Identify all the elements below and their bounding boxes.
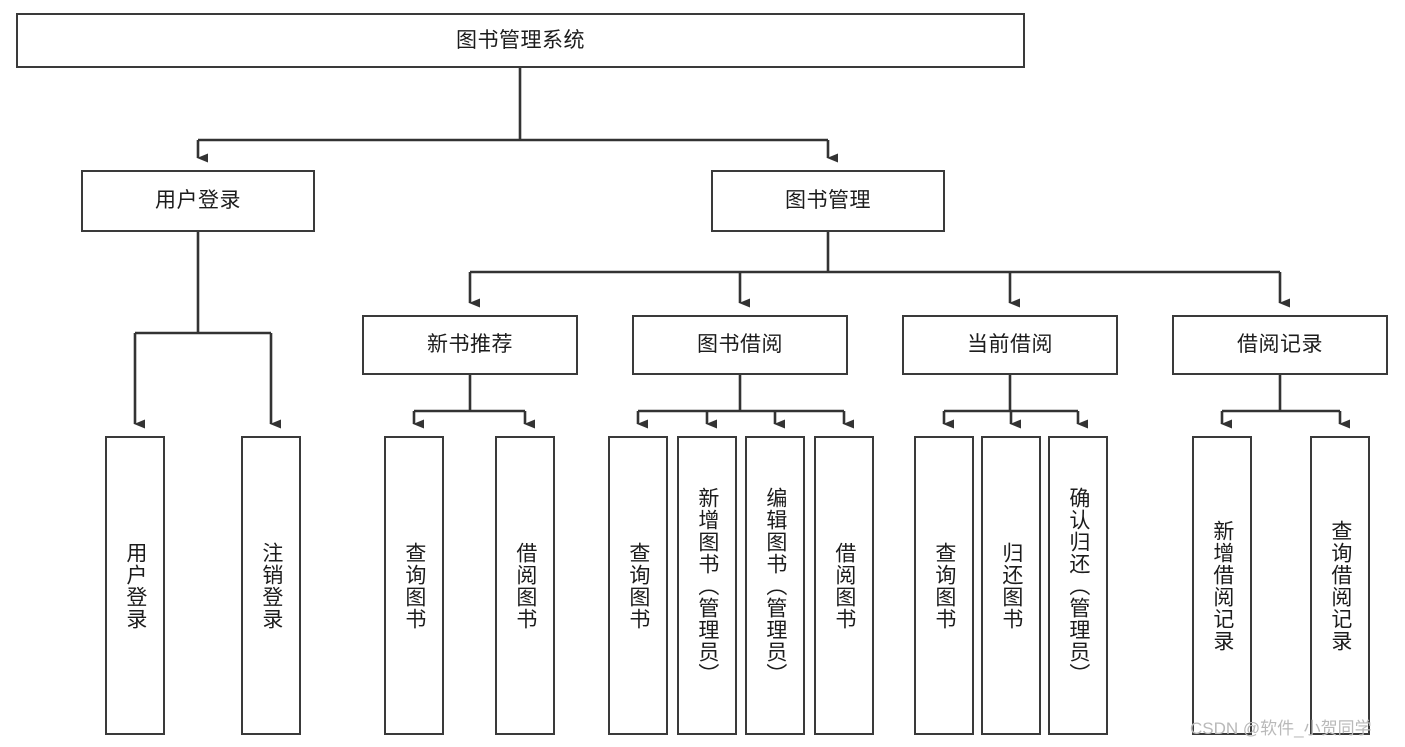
node-new-book-recommend[interactable]: 新书推荐 (362, 315, 578, 375)
node-root-label: 图书管理系统 (456, 28, 585, 52)
leaf-return-books-label: 归还图书 (999, 541, 1023, 630)
leaf-edit-book-admin[interactable]: 编辑图书（管理员） (745, 436, 805, 735)
node-borrow-records-label: 借阅记录 (1237, 333, 1323, 357)
edges-newbook-to-leaves (412, 375, 535, 429)
leaf-query-books-borrow[interactable]: 查询图书 (608, 436, 668, 735)
leaf-add-borrow-record-label: 新增借阅记录 (1210, 519, 1234, 652)
leaf-add-book-admin[interactable]: 新增图书（管理员） (677, 436, 737, 735)
leaf-query-borrow-record-label: 查询借阅记录 (1328, 519, 1352, 652)
node-current-borrow-label: 当前借阅 (967, 333, 1053, 357)
leaf-confirm-return-admin-label: 确认归还（管理员） (1066, 486, 1090, 685)
node-book-management-label: 图书管理 (785, 189, 871, 213)
leaf-user-login-label: 用户登录 (123, 541, 147, 630)
leaf-query-books-current-label: 查询图书 (932, 541, 956, 630)
leaf-logout-label: 注销登录 (259, 541, 283, 630)
leaf-add-borrow-record[interactable]: 新增借阅记录 (1192, 436, 1252, 735)
node-book-borrow-label: 图书借阅 (697, 333, 783, 357)
edges-bookmgmt-to-level3 (468, 232, 1290, 308)
node-book-management[interactable]: 图书管理 (711, 170, 945, 232)
leaf-query-books-borrow-label: 查询图书 (626, 541, 650, 630)
node-current-borrow[interactable]: 当前借阅 (902, 315, 1118, 375)
leaf-query-books-newbook[interactable]: 查询图书 (384, 436, 444, 735)
leaf-query-books-current[interactable]: 查询图书 (914, 436, 974, 735)
leaf-logout[interactable]: 注销登录 (241, 436, 301, 735)
leaf-add-book-admin-label: 新增图书（管理员） (695, 486, 719, 685)
leaf-borrow-books-borrow[interactable]: 借阅图书 (814, 436, 874, 735)
edges-records-to-leaves (1220, 375, 1350, 429)
leaf-query-books-newbook-label: 查询图书 (402, 541, 426, 630)
edges-login-to-leaves (133, 232, 281, 429)
leaf-query-borrow-record[interactable]: 查询借阅记录 (1310, 436, 1370, 735)
leaf-borrow-books-borrow-label: 借阅图书 (832, 541, 856, 630)
leaf-confirm-return-admin[interactable]: 确认归还（管理员） (1048, 436, 1108, 735)
node-borrow-records[interactable]: 借阅记录 (1172, 315, 1388, 375)
node-user-login-label: 用户登录 (155, 189, 241, 213)
edges-current-to-leaves (942, 375, 1088, 429)
leaf-user-login[interactable]: 用户登录 (105, 436, 165, 735)
node-user-login[interactable]: 用户登录 (81, 170, 315, 232)
edges-borrow-to-leaves (636, 375, 854, 429)
leaf-edit-book-admin-label: 编辑图书（管理员） (763, 486, 787, 685)
leaf-borrow-books-newbook[interactable]: 借阅图书 (495, 436, 555, 735)
node-book-borrow[interactable]: 图书借阅 (632, 315, 848, 375)
edges-root-to-level2 (196, 68, 838, 163)
node-root[interactable]: 图书管理系统 (16, 13, 1025, 68)
node-new-book-recommend-label: 新书推荐 (427, 333, 513, 357)
leaf-borrow-books-newbook-label: 借阅图书 (513, 541, 537, 630)
leaf-return-books[interactable]: 归还图书 (981, 436, 1041, 735)
